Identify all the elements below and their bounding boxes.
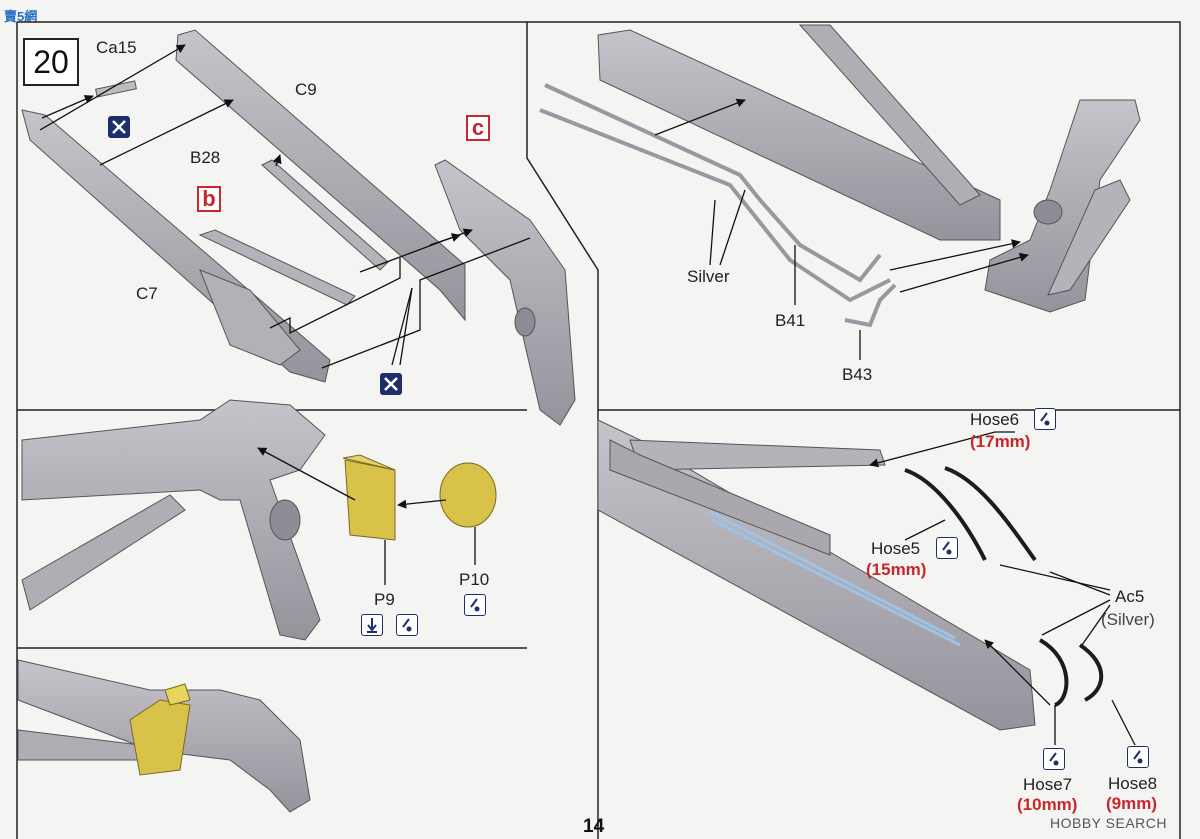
paint-icon — [396, 614, 418, 636]
label-b41: B41 — [775, 311, 806, 330]
sub-step-c: c — [466, 115, 490, 141]
label-b43: B43 — [842, 365, 873, 384]
step-number: 20 — [23, 38, 79, 86]
label-c7: C7 — [136, 284, 158, 303]
part-p9-plate — [342, 454, 396, 541]
part-b41-pipe — [539, 83, 891, 303]
label-c9: C9 — [295, 80, 317, 99]
part-b43-pipe — [844, 283, 897, 328]
lower-arm-bottom — [17, 659, 311, 813]
label-hose6: Hose6 — [970, 410, 1020, 429]
part-c9-arm — [175, 29, 466, 322]
assembly-lines-panel1 — [39, 44, 531, 369]
length-hose7: (10mm) — [1017, 795, 1078, 814]
assembly-lines-panel4 — [654, 98, 1029, 360]
paint-icon — [1127, 746, 1149, 768]
paint-icon — [1034, 408, 1056, 430]
page-number: 14 — [583, 816, 605, 837]
label-p9: P9 — [374, 590, 395, 609]
do-not-glue-icon — [108, 116, 130, 138]
lower-arm-middle — [21, 399, 326, 641]
label-hose8: Hose8 — [1108, 774, 1158, 793]
label-b28: B28 — [190, 148, 221, 167]
part-c7-arm — [21, 109, 331, 383]
label-ca15: Ca15 — [96, 38, 137, 57]
label-silver: Silver — [687, 267, 730, 286]
part-ca15-pin — [95, 80, 137, 98]
label-p10: P10 — [459, 570, 490, 589]
part-c-bracket — [434, 159, 576, 426]
label-ac5-silver: (Silver) — [1101, 610, 1155, 629]
part-p10-disc — [439, 462, 497, 528]
paint-icon — [464, 594, 486, 616]
length-hose8: (9mm) — [1106, 794, 1158, 813]
paint-icon — [936, 537, 958, 559]
sub-step-b: b — [197, 186, 221, 212]
label-hose7: Hose7 — [1023, 775, 1073, 794]
watermark: HOBBY SEARCH — [1050, 815, 1167, 831]
site-logo: 賣5網 — [4, 9, 38, 24]
hydraulic-lines-blue — [709, 510, 961, 647]
length-hose6: (17mm) — [970, 432, 1031, 451]
hoses-black — [904, 466, 1104, 707]
length-hose5: (15mm) — [866, 560, 927, 579]
label-hose5: Hose5 — [871, 539, 921, 558]
do-not-glue-icon — [380, 373, 402, 395]
part-hydraulic-cylinder-b — [198, 229, 356, 306]
boom-right-bottom — [597, 419, 1036, 731]
label-ac5: Ac5 — [1115, 587, 1145, 606]
glue-icon — [361, 614, 383, 636]
paint-icon — [1043, 748, 1065, 770]
assembly-lines-panel5 — [869, 431, 1136, 746]
assembly-lines-panel2 — [257, 447, 476, 585]
